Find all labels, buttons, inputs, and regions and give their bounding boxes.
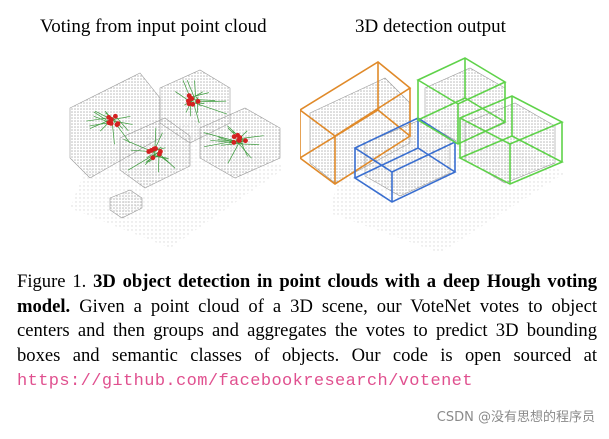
vote-point [113, 113, 118, 119]
vote-line [237, 141, 252, 159]
vote-point [243, 138, 248, 144]
figure-caption: Figure 1. 3D object detection in point c… [17, 270, 597, 395]
vote-point [106, 114, 112, 120]
vote-point [190, 101, 196, 107]
right-panel-title: 3D detection output [355, 16, 506, 37]
vote-line [194, 91, 203, 97]
figure-caption-body: Given a point cloud of a 3D scene, our V… [17, 295, 597, 366]
vote-line [146, 154, 152, 159]
vote-point [195, 98, 201, 104]
vote-line [228, 140, 245, 144]
github-link-continued[interactable]: facebookresearch/votenet [218, 372, 473, 391]
vote-line [111, 115, 131, 121]
vote-line [153, 156, 167, 159]
vote-point [231, 140, 237, 145]
vote-point [236, 138, 242, 143]
vote-line [190, 92, 209, 98]
figure-caption-title: 3D object detection in point clouds with… [17, 271, 597, 317]
vote-point [150, 155, 156, 161]
vote-line [220, 142, 241, 146]
vote-point [153, 146, 158, 151]
figure-label: Figure 1. [17, 271, 87, 292]
vote-line [116, 117, 129, 132]
vote-point [186, 98, 191, 104]
github-link[interactable]: https://github.com/ [17, 372, 219, 391]
vote-line [239, 143, 260, 145]
vote-line [194, 80, 196, 97]
bounding-box-green-top [416, 57, 507, 145]
vote-line [227, 138, 242, 164]
vote-point [157, 151, 162, 157]
vote-point [235, 132, 241, 138]
vote-line [191, 96, 200, 124]
sofa-point-clouds [309, 67, 556, 197]
detection-output-image [300, 57, 565, 253]
voting-point-cloud-image [69, 69, 285, 248]
vote-point [115, 121, 121, 127]
vote-line [111, 117, 131, 144]
vote-line [186, 79, 197, 104]
left-panel-title: Voting from input point cloud [40, 16, 267, 37]
vote-center-points [106, 93, 248, 161]
vote-point [146, 149, 152, 154]
vote-line [93, 115, 109, 123]
vote-line [210, 139, 243, 144]
vote-point [106, 120, 112, 126]
csdn-watermark: CSDN @没有思想的程序员 [436, 410, 595, 425]
bounding-box-green-right [458, 95, 564, 185]
vote-line [93, 111, 111, 123]
vote-line [99, 123, 109, 132]
vote-line [154, 127, 157, 156]
sofa-point-clouds [69, 69, 281, 219]
vote-line [145, 153, 156, 165]
bounding-box-orange [300, 61, 412, 185]
